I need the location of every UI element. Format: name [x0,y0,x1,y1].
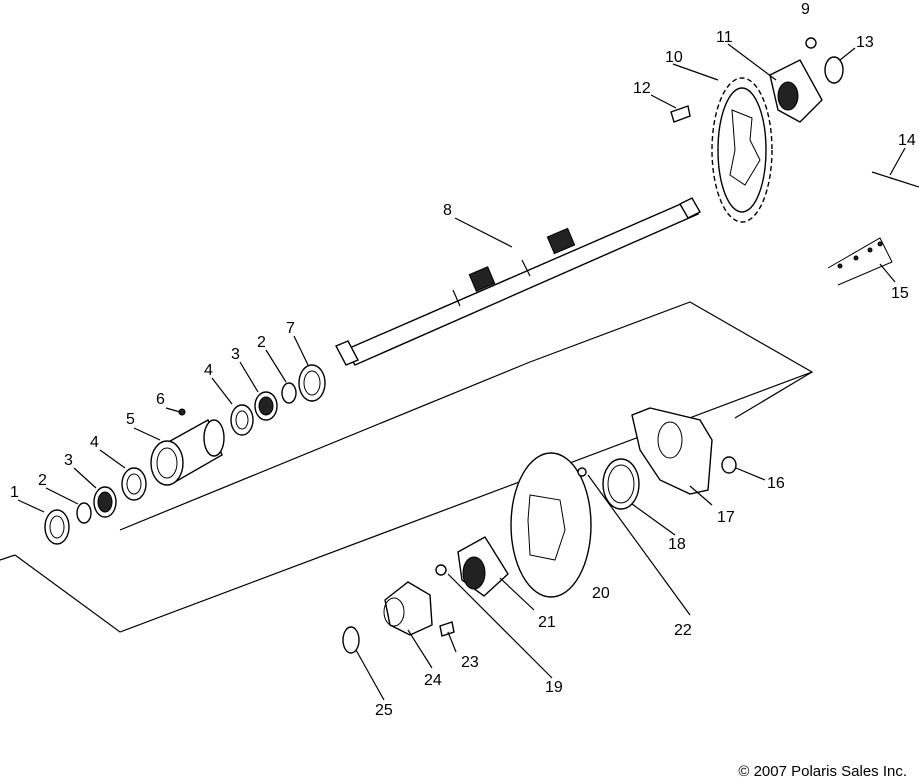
brake-hub-21 [457,536,509,597]
assembly-bracket-left [0,554,16,561]
bolt-12 [670,105,691,123]
callout-23: 23 [461,654,479,671]
seal-4b [230,404,254,436]
bearing-3b [254,391,278,421]
bearing-housing-5 [150,419,225,486]
callout-2b: 2 [257,334,266,351]
callout-8: 8 [443,202,452,219]
callout-12: 12 [633,80,651,97]
nut-9 [805,37,817,49]
bearing-3a [93,486,117,518]
callout-17: 17 [717,509,735,526]
ring-18 [602,458,640,510]
callout-21: 21 [538,614,556,631]
callout-3a: 3 [64,452,73,469]
leader-lines [17,43,906,701]
seal-4a [121,467,147,501]
callout-6: 6 [156,391,165,408]
nut-19 [435,564,447,576]
callout-16: 16 [767,475,785,492]
axle-shaft [335,197,701,366]
nut-16 [721,456,737,474]
bolt-22 [577,467,587,477]
spacer-2b [281,382,297,404]
callout-20: 20 [592,585,610,602]
callout-19: 19 [545,679,563,696]
callout-10: 10 [665,49,683,66]
sprocket-hub-11 [769,59,823,123]
bearing-carrier-24 [383,581,433,636]
callout-13: 13 [856,34,874,51]
ring-7 [298,364,326,402]
master-link-kit-15 [827,237,893,286]
callout-4b: 4 [204,362,213,379]
callout-1: 1 [10,484,19,501]
brake-disc-20 [510,452,592,598]
callout-5: 5 [126,411,135,428]
assembly-bracket-top [119,361,531,531]
copyright-notice: © 2007 Polaris Sales Inc. [738,763,907,780]
spacer-2a [76,502,92,524]
chain-14 [871,171,919,188]
ring-25 [342,626,360,654]
callout-14: 14 [898,132,916,149]
caliper-bracket-17 [631,407,713,495]
seal-1 [44,509,70,545]
sprocket-10 [711,77,773,223]
callout-24: 24 [424,672,442,689]
callout-9: 9 [801,1,810,18]
assembly-bracket-right [734,371,813,419]
callout-25: 25 [375,702,393,719]
callout-11: 11 [716,29,733,46]
bolt-23 [439,621,455,637]
callout-3b: 3 [231,346,240,363]
callout-4a: 4 [90,434,99,451]
callout-15: 15 [891,285,909,302]
callout-22: 22 [674,622,692,639]
callout-18: 18 [668,536,686,553]
callout-2a: 2 [38,472,47,489]
ring-13 [824,56,844,84]
callout-7: 7 [286,320,295,337]
